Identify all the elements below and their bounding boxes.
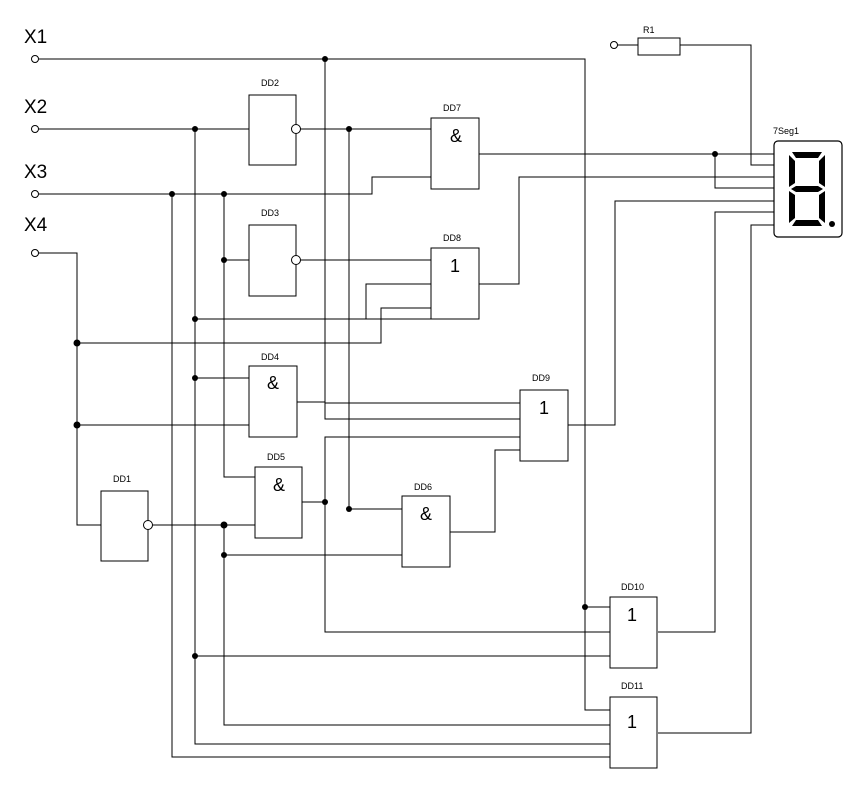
label-dd5: DD5 [267, 452, 285, 462]
wire-x4 [39, 252, 101, 526]
wire-dd4-out [297, 401, 520, 420]
wire-dd1-dd11 [223, 525, 610, 726]
wire-dd5-dd9 [324, 436, 520, 502]
wire-x1-dd9 [324, 59, 520, 404]
wire-dd7-seg [714, 154, 774, 189]
or-symbol: 1 [627, 605, 637, 625]
inverter-bubble [291, 124, 301, 134]
junction-dot [582, 604, 588, 610]
wire-x3 [39, 176, 431, 195]
label-dd10: DD10 [621, 582, 644, 592]
wire-dd9-out [568, 200, 774, 426]
wire-dd10-out [658, 211, 774, 633]
wire-dd6-out [450, 449, 520, 533]
gate-dd11: 1 DD11 [609, 681, 658, 769]
and-symbol: & [273, 475, 285, 495]
wire-dd11-out [658, 224, 774, 734]
digit-segments [789, 152, 835, 227]
junction-dot [712, 151, 718, 157]
input-label-x2: X2 [24, 97, 47, 118]
gate-dd2: DD2 [248, 78, 301, 166]
junction-dot [221, 191, 227, 197]
gate-dd8: 1 DD8 [430, 233, 480, 320]
junctions [73, 56, 718, 659]
input-terminal-x4 [31, 249, 39, 257]
and-symbol: & [267, 373, 279, 393]
junction-dot [346, 506, 352, 512]
gate-dd3: DD3 [248, 208, 301, 297]
junction-dot [221, 257, 227, 263]
junction-dot [192, 316, 198, 322]
input-label-x1: X1 [24, 27, 47, 48]
input-terminal-x1 [31, 55, 39, 63]
gate-dd1: DD1 [100, 474, 153, 562]
label-dd6: DD6 [414, 482, 432, 492]
junction-dot [192, 653, 198, 659]
gate-dd6: & DD6 [401, 482, 451, 568]
input-terminals: X1 X2 X3 X4 [24, 27, 618, 257]
segment-dp [829, 221, 835, 227]
label-dd11: DD11 [621, 681, 643, 691]
or-symbol: 1 [450, 256, 460, 276]
wire-dd8-in [365, 283, 431, 319]
junction-dot [192, 126, 198, 132]
gate-dd7: & DD7 [430, 103, 480, 190]
label-dd1: DD1 [113, 474, 131, 484]
wire-dd8-out [479, 176, 774, 285]
gate-dd10: 1 DD10 [609, 582, 658, 669]
segment-c [819, 191, 825, 223]
label-r1: R1 [643, 25, 655, 35]
label-dd4: DD4 [261, 352, 279, 362]
junction-dot [73, 339, 81, 347]
segment-f [789, 155, 795, 187]
wire-x1 [39, 58, 610, 711]
segment-a [792, 152, 822, 158]
seven-segment-display: 7Seg1 [773, 126, 843, 238]
junction-dot [73, 421, 81, 429]
label-dd3: DD3 [261, 208, 279, 218]
inverter-bubble [143, 520, 153, 530]
resistor-body [637, 37, 681, 56]
wire-dd5-dd10 [302, 501, 610, 633]
gate-dd4: & DD4 [248, 352, 298, 438]
segment-e [789, 191, 795, 223]
or-symbol: 1 [627, 712, 637, 732]
label-dd7: DD7 [443, 103, 461, 113]
resistor-r1: R1 [637, 25, 681, 56]
input-terminal-x2 [31, 125, 39, 133]
wire-x3-dd5 [223, 194, 255, 478]
segment-d [792, 220, 822, 226]
wire-x2-bus [194, 129, 610, 745]
label-7seg1: 7Seg1 [773, 126, 799, 136]
input-label-x4: X4 [24, 215, 48, 236]
label-dd9: DD9 [532, 373, 550, 383]
gate-dd9: 1 DD9 [519, 373, 569, 462]
segment-b [819, 155, 825, 187]
wire-x3-dd11 [171, 194, 610, 758]
wire-x4-dd8 [77, 307, 431, 344]
terminal-r1 [610, 41, 618, 49]
and-symbol: & [450, 126, 462, 146]
junction-dot [346, 126, 352, 132]
junction-dot [169, 191, 175, 197]
junction-dot [322, 499, 328, 505]
junction-dot [192, 375, 198, 381]
inverter-bubble [291, 255, 301, 265]
input-label-x3: X3 [24, 162, 47, 183]
or-symbol: 1 [539, 398, 549, 418]
label-dd8: DD8 [443, 233, 461, 243]
input-terminal-x3 [31, 190, 39, 198]
junction-dot [322, 56, 328, 62]
and-symbol: & [420, 504, 432, 524]
gate-dd5: & DD5 [254, 452, 303, 539]
junction-dot [221, 552, 227, 558]
wire-r1-right [680, 44, 774, 166]
junction-dot [220, 521, 228, 529]
wires [39, 44, 774, 758]
segment-g [791, 186, 823, 192]
label-dd2: DD2 [261, 78, 279, 88]
